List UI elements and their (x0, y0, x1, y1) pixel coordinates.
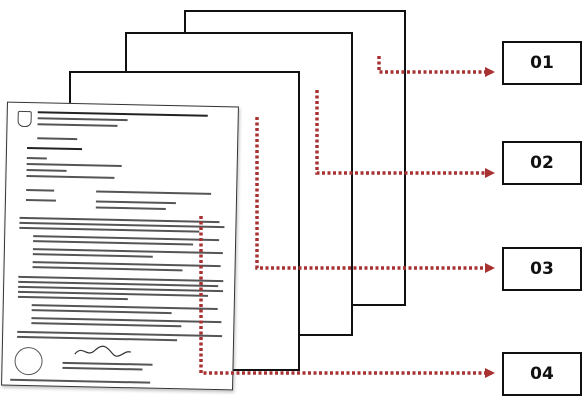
label-box-03: 03 (502, 247, 582, 291)
arrow-to-03 (255, 117, 495, 273)
label-04: 04 (530, 364, 554, 384)
label-box-02: 02 (502, 141, 582, 185)
arrow-to-02 (315, 90, 495, 178)
arrow-to-01 (377, 56, 495, 77)
signature-icon (74, 345, 132, 357)
label-01: 01 (530, 53, 554, 73)
label-03: 03 (530, 259, 554, 279)
arrow-to-04 (199, 216, 495, 378)
label-box-04: 04 (502, 352, 582, 396)
label-02: 02 (530, 153, 554, 173)
label-box-01: 01 (502, 41, 582, 85)
scanned-document (1, 101, 239, 391)
